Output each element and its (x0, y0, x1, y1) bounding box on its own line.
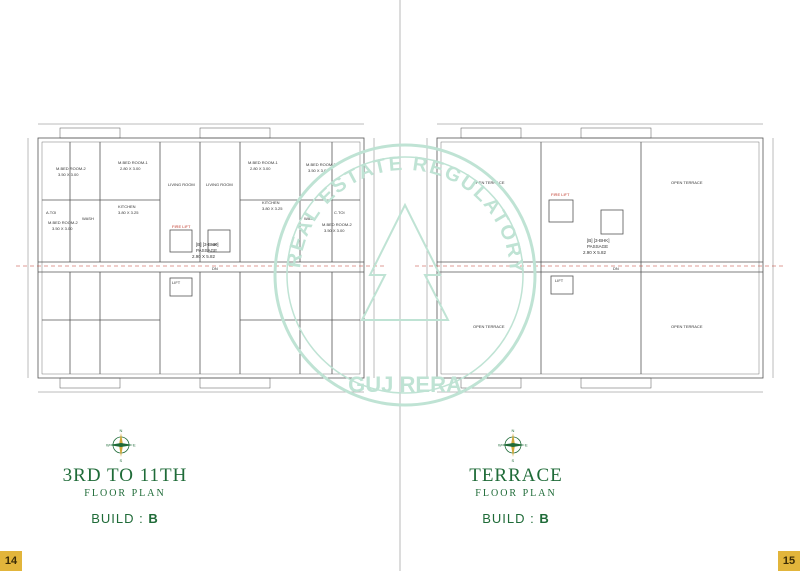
svg-text:W: W (106, 443, 110, 448)
dn-label: DN (613, 266, 619, 271)
passage-dim: 2.90 X 5.82 (583, 250, 607, 255)
passage-unit: [B] [3-BHK] (587, 238, 610, 243)
room-dim: 3.50 X 3.00 (58, 172, 79, 177)
lift-label: LIFT (172, 280, 181, 285)
build-value: B (148, 511, 159, 526)
floor-title: 3RD TO 11TH (62, 465, 188, 486)
lift-label: LIFT (555, 278, 564, 283)
room-label: KITCHEN (262, 200, 280, 205)
room-dim: 3.50 X 3.00 (324, 228, 345, 233)
build-label: BUILD : B (482, 511, 550, 526)
passage-label: PASSAGE (196, 248, 217, 253)
room-dim: 3.80 X 3.25 (262, 206, 283, 211)
page-number: 15 (778, 551, 800, 571)
compass-icon: N S W E (106, 428, 136, 462)
dn-label: DN (212, 266, 218, 271)
svg-text:W: W (498, 443, 502, 448)
build-value: B (539, 511, 550, 526)
svg-text:N: N (512, 428, 515, 433)
floor-subtitle: FLOOR PLAN (475, 488, 557, 499)
svg-text:S: S (120, 458, 123, 462)
room-label: LIVING ROOM (168, 182, 195, 187)
room-label: A.TOI (46, 210, 56, 215)
room-label: M.BED ROOM-2 (56, 166, 87, 171)
floor-title: TERRACE (469, 465, 563, 486)
right-page: OPEN TERRACE OPEN TERRACE OPEN TERRACE O… (401, 0, 800, 571)
terrace-title-block: TERRACE FLOOR PLAN BUILD : B (441, 465, 591, 527)
room-label: KITCHEN (118, 204, 136, 209)
terrace-label: OPEN TERRACE (671, 180, 703, 185)
room-dim: 2.80 X 3.00 (250, 166, 271, 171)
room-dim: 3.50 X 3.00 (52, 226, 73, 231)
compass-icon: N S W E (498, 428, 528, 462)
room-label: M.BED ROOM-1 (118, 160, 149, 165)
svg-text:E: E (525, 443, 528, 448)
fire-lift-label: FIRE LIFT (172, 224, 191, 229)
fire-lift-label: FIRE LIFT (551, 192, 570, 197)
room-label: M.BED ROOM-1 (248, 160, 279, 165)
svg-text:E: E (133, 443, 136, 448)
floor-title-block: 3RD TO 11TH FLOOR PLAN BUILD : B (40, 465, 210, 527)
room-label: M.BED ROOM-2 (306, 162, 337, 167)
room-label: M.BED ROOM-2 (48, 220, 79, 225)
svg-text:N: N (120, 428, 123, 433)
room-dim: 3.80 X 3.25 (118, 210, 139, 215)
passage-dim: 2.90 X 5.82 (192, 254, 216, 259)
passage-unit: [B] [3-BHK] (196, 242, 219, 247)
room-label: WASH (82, 216, 94, 221)
left-page: M.BED ROOM-2 3.50 X 3.00 M.BED ROOM-1 2.… (0, 0, 399, 571)
room-label: C.TOI (334, 210, 345, 215)
room-label: WASH (304, 216, 316, 221)
terrace-label: OPEN TERRACE (473, 324, 505, 329)
room-label: LIVING ROOM (206, 182, 233, 187)
svg-text:S: S (512, 458, 515, 462)
terrace-label: OPEN TERRACE (473, 180, 505, 185)
build-label: BUILD : B (91, 511, 159, 526)
terrace-label: OPEN TERRACE (671, 324, 703, 329)
floor-subtitle: FLOOR PLAN (84, 488, 166, 499)
passage-label: PASSAGE (587, 244, 608, 249)
room-dim: 2.80 X 3.00 (120, 166, 141, 171)
room-label: M.BED ROOM-2 (322, 222, 353, 227)
up-label: UP (212, 242, 218, 247)
page-number: 14 (0, 551, 22, 571)
room-dim: 3.50 X 3.00 (308, 168, 329, 173)
